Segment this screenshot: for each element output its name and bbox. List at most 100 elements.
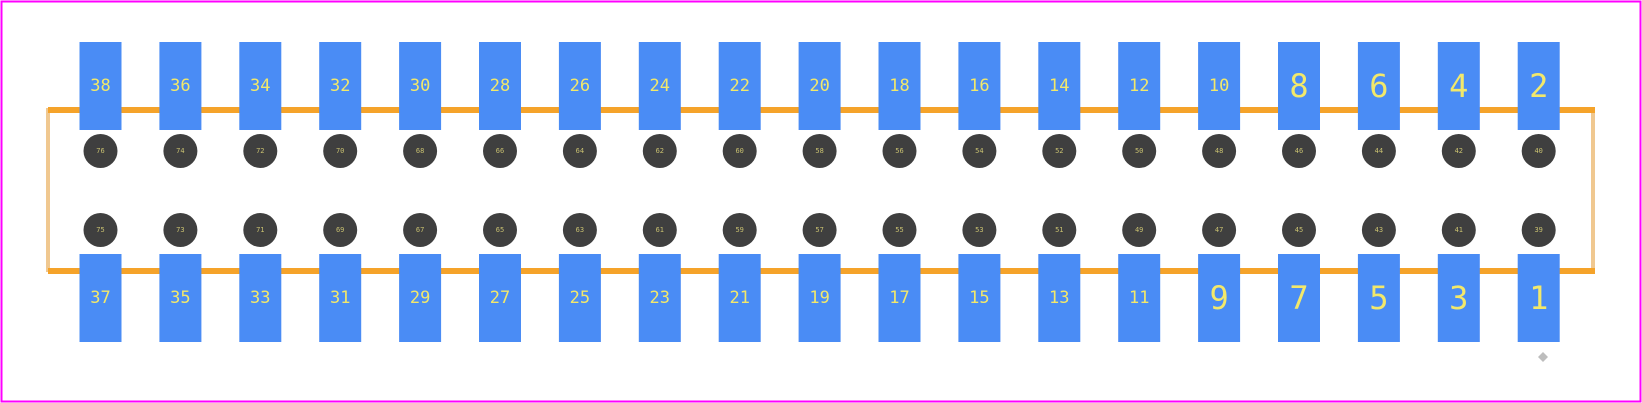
mounting-hole [962,213,997,247]
pad-label: 26 [570,76,590,96]
mounting-hole [1441,213,1476,247]
pad-top [239,42,282,130]
pad-top [638,42,681,130]
hole-label: 48 [1215,147,1223,155]
hole-label: 71 [256,226,264,234]
hole-label: 46 [1295,147,1303,155]
hole-label: 75 [96,226,104,234]
pad-label: 30 [410,76,430,96]
pad-top [798,42,841,130]
hole-label: 56 [895,147,903,155]
pad-label: 33 [250,288,270,308]
origin-marker [1538,352,1548,362]
pad-label: 35 [170,288,190,308]
pad-label: 23 [650,288,670,308]
pad-label: 15 [969,288,989,308]
hole-label: 66 [496,147,504,155]
pad-top [1278,42,1320,130]
hole-label: 53 [975,226,983,234]
hole-label: 49 [1135,226,1143,234]
pad-bottom [558,254,601,342]
pad-bottom [1517,254,1560,342]
mounting-hole [243,134,278,168]
mounting-hole [403,213,438,247]
mounting-hole [882,213,917,247]
pad-top [1198,42,1241,130]
pad-label: 6 [1369,67,1388,105]
silkscreen-left-edge [46,108,50,272]
pad-label: 3 [1449,279,1468,317]
mounting-hole [802,134,837,168]
pad-label: 28 [490,76,510,96]
mounting-hole [802,213,837,247]
pad-label: 20 [809,76,829,96]
pad-label: 24 [650,76,670,96]
pad-label: 7 [1289,279,1308,317]
pad-label: 12 [1129,76,1149,96]
hole-label: 57 [815,226,823,234]
mounting-hole [722,134,757,168]
mounting-hole [483,213,517,247]
pad-bottom [1357,254,1400,342]
pad-label: 18 [889,76,909,96]
mounting-hole [83,213,118,247]
hole-label: 62 [656,147,664,155]
pad-label: 36 [170,76,190,96]
pad-label: 9 [1209,279,1228,317]
mounting-hole [1202,134,1237,168]
pad-top [79,42,122,130]
pad-label: 37 [90,288,110,308]
hole-label: 70 [336,147,344,155]
pad-label: 14 [1049,76,1069,96]
mounting-hole [163,213,198,247]
pad-label: 22 [729,76,749,96]
pad-label: 38 [90,76,110,96]
hole-label: 39 [1534,226,1542,234]
pad-bottom [399,254,442,342]
pad-top [159,42,202,130]
pad-bottom [1198,254,1241,342]
pad-label: 13 [1049,288,1069,308]
mounting-hole [642,134,677,168]
mounting-hole [1521,134,1556,168]
hole-label: 68 [416,147,424,155]
hole-label: 64 [576,147,584,155]
pad-bottom [1118,254,1161,342]
hole-label: 52 [1055,147,1063,155]
hole-label: 50 [1135,147,1143,155]
hole-label: 42 [1455,147,1463,155]
mounting-hole [163,134,198,168]
pad-bottom [1038,254,1081,342]
hole-label: 69 [336,226,344,234]
silkscreen-outline [46,107,1595,274]
mounting-hole [962,134,997,168]
pad-bottom [718,254,761,342]
pad-top [958,42,1001,130]
mounting-hole [722,213,757,247]
hole-label: 61 [656,226,664,234]
pad-label: 31 [330,288,350,308]
pad-bottom [1278,254,1320,342]
mounting-hole [1122,213,1157,247]
pad-label: 1 [1529,279,1548,317]
pad-bottom [638,254,681,342]
pad-top [479,42,521,130]
pad-top [718,42,761,130]
pad-label: 29 [410,288,430,308]
hole-label: 60 [735,147,743,155]
pad-top [1517,42,1560,130]
hole-label: 63 [576,226,584,234]
hole-label: 72 [256,147,264,155]
mounting-hole [1361,134,1396,168]
pad-bottom [79,254,122,342]
pad-label: 4 [1449,67,1468,105]
pad-bottom [319,254,362,342]
pad-bottom [159,254,202,342]
mounting-hole [243,213,278,247]
pad-bottom [798,254,841,342]
mounting-hole [1361,213,1396,247]
hole-label: 51 [1055,226,1063,234]
